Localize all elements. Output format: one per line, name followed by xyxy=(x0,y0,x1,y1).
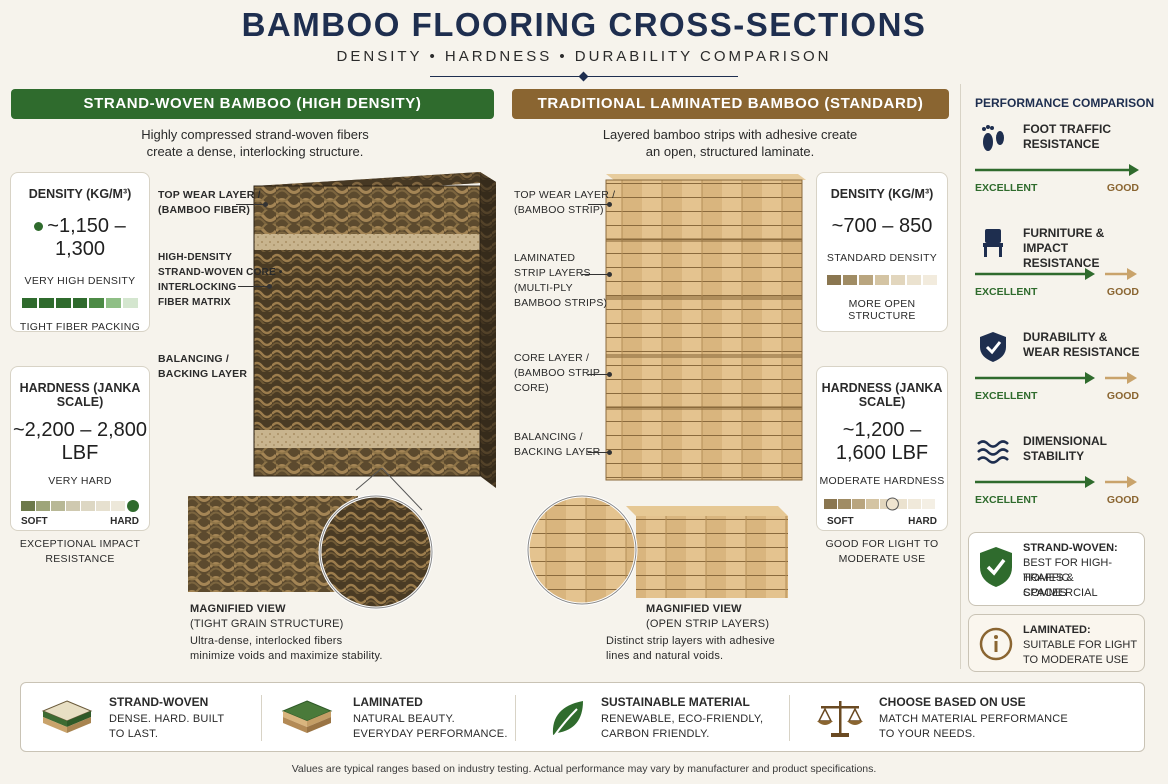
hardness-value: ~1,200 – 1,600 LBF xyxy=(835,419,929,464)
hardness-scale xyxy=(21,499,139,512)
page-title: BAMBOO FLOORING CROSS-SECTIONS xyxy=(241,6,927,43)
best-for-laminated: LAMINATED: SUITABLE FOR LIGHT TO MODERAT… xyxy=(968,614,1145,672)
hardness-value: ~2,200 – 2,800 LBF xyxy=(12,419,147,464)
leader-line xyxy=(588,450,612,455)
green-dot-icon xyxy=(34,222,44,232)
laminated-layers-icon xyxy=(281,700,333,733)
laminated-block-image xyxy=(605,174,806,481)
hardness-heading: HARDNESS (JANKA SCALE) xyxy=(19,381,141,409)
waves-icon xyxy=(977,440,1009,464)
footer-divider xyxy=(515,695,516,741)
strand-woven-banner: STRAND-WOVEN BAMBOO (HIGH DENSITY) xyxy=(11,89,494,119)
density-scale xyxy=(826,274,938,286)
footer-summary-bar: STRAND-WOVEN DENSE. HARD. BUILT TO LAST.… xyxy=(20,682,1145,752)
density-rating: STANDARD DENSITY xyxy=(826,252,938,264)
perf-label: DIMENSIONAL STABILITY xyxy=(1023,434,1107,463)
strand-magnified-title: MAGNIFIED VIEW (TIGHT GRAIN STRUCTURE) xyxy=(190,603,344,630)
strand-woven-block-image xyxy=(253,172,496,488)
leader-line xyxy=(588,372,612,377)
shield-icon xyxy=(980,332,1006,362)
density-scale xyxy=(21,297,140,309)
performance-title: PERFORMANCE COMPARISON xyxy=(975,96,1155,110)
density-rating: VERY HIGH DENSITY xyxy=(24,275,136,287)
laminated-hardness-card: HARDNESS (JANKA SCALE) ~1,200 – 1,600 LB… xyxy=(816,366,948,565)
density-heading: DENSITY (KG/M³) xyxy=(28,187,132,201)
perf-arrow xyxy=(975,268,1137,280)
laminated-magnified-title: MAGNIFIED VIEW (OPEN STRIP LAYERS) xyxy=(646,603,770,630)
strand-label-backing: BALANCING / BACKING LAYER xyxy=(158,353,248,380)
leader-line xyxy=(238,284,272,289)
density-note: TIGHT FIBER PACKING xyxy=(19,321,141,333)
density-value: ~700 – 850 xyxy=(831,215,933,237)
strand-label-top-wear: TOP WEAR LAYER / (BAMBOO FIBER) xyxy=(158,189,261,216)
perf-arrow xyxy=(975,164,1139,176)
chair-icon xyxy=(983,229,1003,257)
footer-item-choose: CHOOSE BASED ON USE MATCH MATERIAL PERFO… xyxy=(811,683,1131,753)
laminated-label-strips: LAMINATED STRIP LAYERS (MULTI-PLY BAMBOO… xyxy=(514,252,608,309)
laminated-banner: TRADITIONAL LAMINATED BAMBOO (STANDARD) xyxy=(512,89,949,119)
laminated-label-backing: BALANCING / BACKING LAYER xyxy=(514,431,601,458)
laminated-description: Layered bamboo strips with adhesive crea… xyxy=(602,127,858,159)
leaf-icon xyxy=(552,701,583,736)
info-icon xyxy=(979,627,1013,661)
laminated-label-top-wear: TOP WEAR LAYER / (BAMBOO STRIP) xyxy=(514,189,616,216)
density-heading: DENSITY (KG/M³) xyxy=(830,187,934,201)
footer-divider xyxy=(261,695,262,741)
footer-item-laminated: LAMINATED NATURAL BEAUTY. EVERYDAY PERFO… xyxy=(279,683,509,753)
footprint-icon xyxy=(982,125,1004,151)
leader-line xyxy=(236,202,268,207)
hardness-scale-labels: SOFT HARD xyxy=(827,516,937,527)
perf-label: FURNITURE & IMPACT RESISTANCE xyxy=(1023,226,1105,270)
page-subtitle: DENSITY • HARDNESS • DURABILITY COMPARIS… xyxy=(336,48,832,65)
leader-line xyxy=(582,272,612,277)
title-divider xyxy=(430,76,738,77)
strand-woven-description: Highly compressed strand-woven fibers cr… xyxy=(141,127,369,159)
hardness-scale xyxy=(824,497,940,511)
leader-line xyxy=(588,202,612,207)
perf-label: FOOT TRAFFIC RESISTANCE xyxy=(1023,122,1111,151)
footer-item-sustainable: SUSTAINABLE MATERIAL RENEWABLE, ECO-FRIE… xyxy=(541,683,791,753)
laminated-magnified-image xyxy=(526,494,788,606)
perf-arrow xyxy=(975,372,1137,384)
strand-hardness-card: HARDNESS (JANKA SCALE) ~2,200 – 2,800 LB… xyxy=(10,366,150,565)
hardness-note: GOOD FOR LIGHT TO MODERATE USE xyxy=(825,538,939,565)
laminated-magnified-desc: Distinct strip layers with adhesive line… xyxy=(606,635,776,662)
strand-density-card: DENSITY (KG/M³) ~1,150 – 1,300 VERY HIGH… xyxy=(10,172,150,333)
strand-magnified-desc: Ultra-dense, interlocked fibers minimize… xyxy=(190,635,383,662)
laminated-label-core: CORE LAYER / (BAMBOO STRIP CORE) xyxy=(514,352,601,394)
hardness-heading: HARDNESS (JANKA SCALE) xyxy=(821,381,943,409)
footnote: Values are typical ranges based on indus… xyxy=(291,763,877,775)
hardness-scale-labels: SOFT HARD xyxy=(21,516,139,527)
strand-magnified-image xyxy=(188,467,434,610)
hardness-note: EXCEPTIONAL IMPACT RESISTANCE xyxy=(19,538,141,565)
perf-arrow xyxy=(975,476,1137,488)
hardness-rating: VERY HARD xyxy=(48,475,112,487)
laminated-density-card: DENSITY (KG/M³) ~700 – 850 STANDARD DENS… xyxy=(816,172,948,332)
density-note: MORE OPEN STRUCTURE xyxy=(848,298,916,322)
footer-divider xyxy=(789,695,790,741)
panel-divider xyxy=(960,84,961,669)
scales-icon xyxy=(817,701,863,737)
layers-icon xyxy=(41,700,93,733)
best-for-strand-woven: STRAND-WOVEN: BEST FOR HIGH-TRAFFIC HOME… xyxy=(968,532,1145,606)
shield-check-icon xyxy=(980,547,1012,587)
strand-label-core: HIGH-DENSITY STRAND-WOVEN CORE • INTERLO… xyxy=(158,252,283,308)
footer-item-strand-woven: STRAND-WOVEN DENSE. HARD. BUILT TO LAST. xyxy=(35,683,265,753)
perf-label: DURABILITY & WEAR RESISTANCE xyxy=(1023,330,1140,359)
hardness-rating: MODERATE HARDNESS xyxy=(819,475,945,487)
density-value: ~1,150 – 1,300 xyxy=(11,215,149,261)
